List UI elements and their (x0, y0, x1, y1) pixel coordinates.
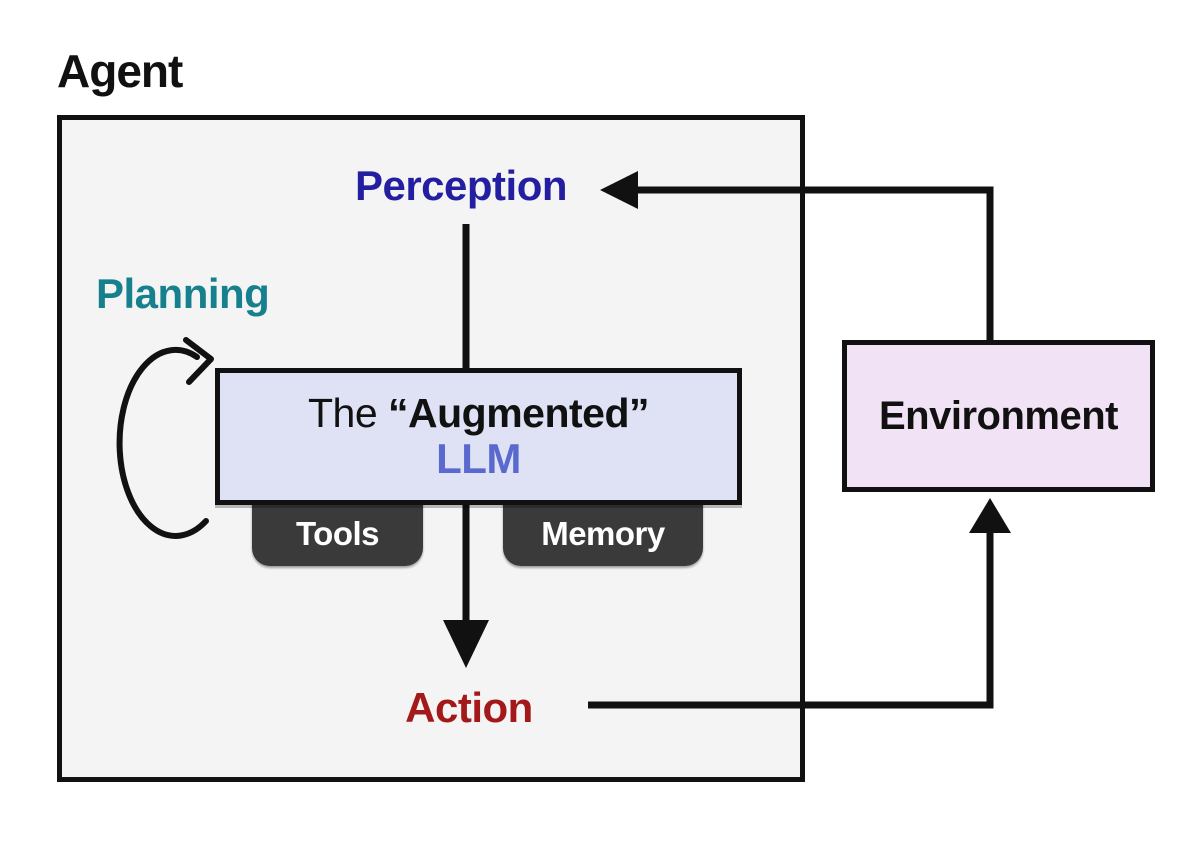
llm-title-regular: The (307, 389, 389, 436)
environment-to-perception-arrow (600, 171, 994, 345)
agent-box-title: Agent (57, 45, 183, 97)
action-label: Action (405, 684, 533, 731)
left-arrowhead-icon (600, 171, 638, 209)
perception-label: Perception (354, 162, 568, 209)
environment-box: Environment (842, 340, 1155, 492)
loop-arrowhead-icon (183, 337, 214, 385)
llm-box-title: The “Augmented” (307, 389, 650, 436)
environment-label: Environment (879, 393, 1118, 438)
planning-loop-arrow (116, 337, 214, 539)
memory-tab: Memory (503, 502, 703, 566)
tools-tab: Tools (252, 502, 423, 566)
llm-box-subtitle: LLM (436, 434, 521, 482)
planning-label: Planning (96, 270, 270, 317)
llm-title-bold: “Augmented” (388, 389, 650, 436)
down-arrowhead-icon (443, 620, 489, 668)
action-to-environment-arrow (588, 498, 1011, 709)
up-arrowhead-icon (969, 498, 1011, 533)
augmented-llm-box: The “Augmented” LLM (215, 368, 742, 505)
llm-to-action-arrow (443, 500, 489, 668)
